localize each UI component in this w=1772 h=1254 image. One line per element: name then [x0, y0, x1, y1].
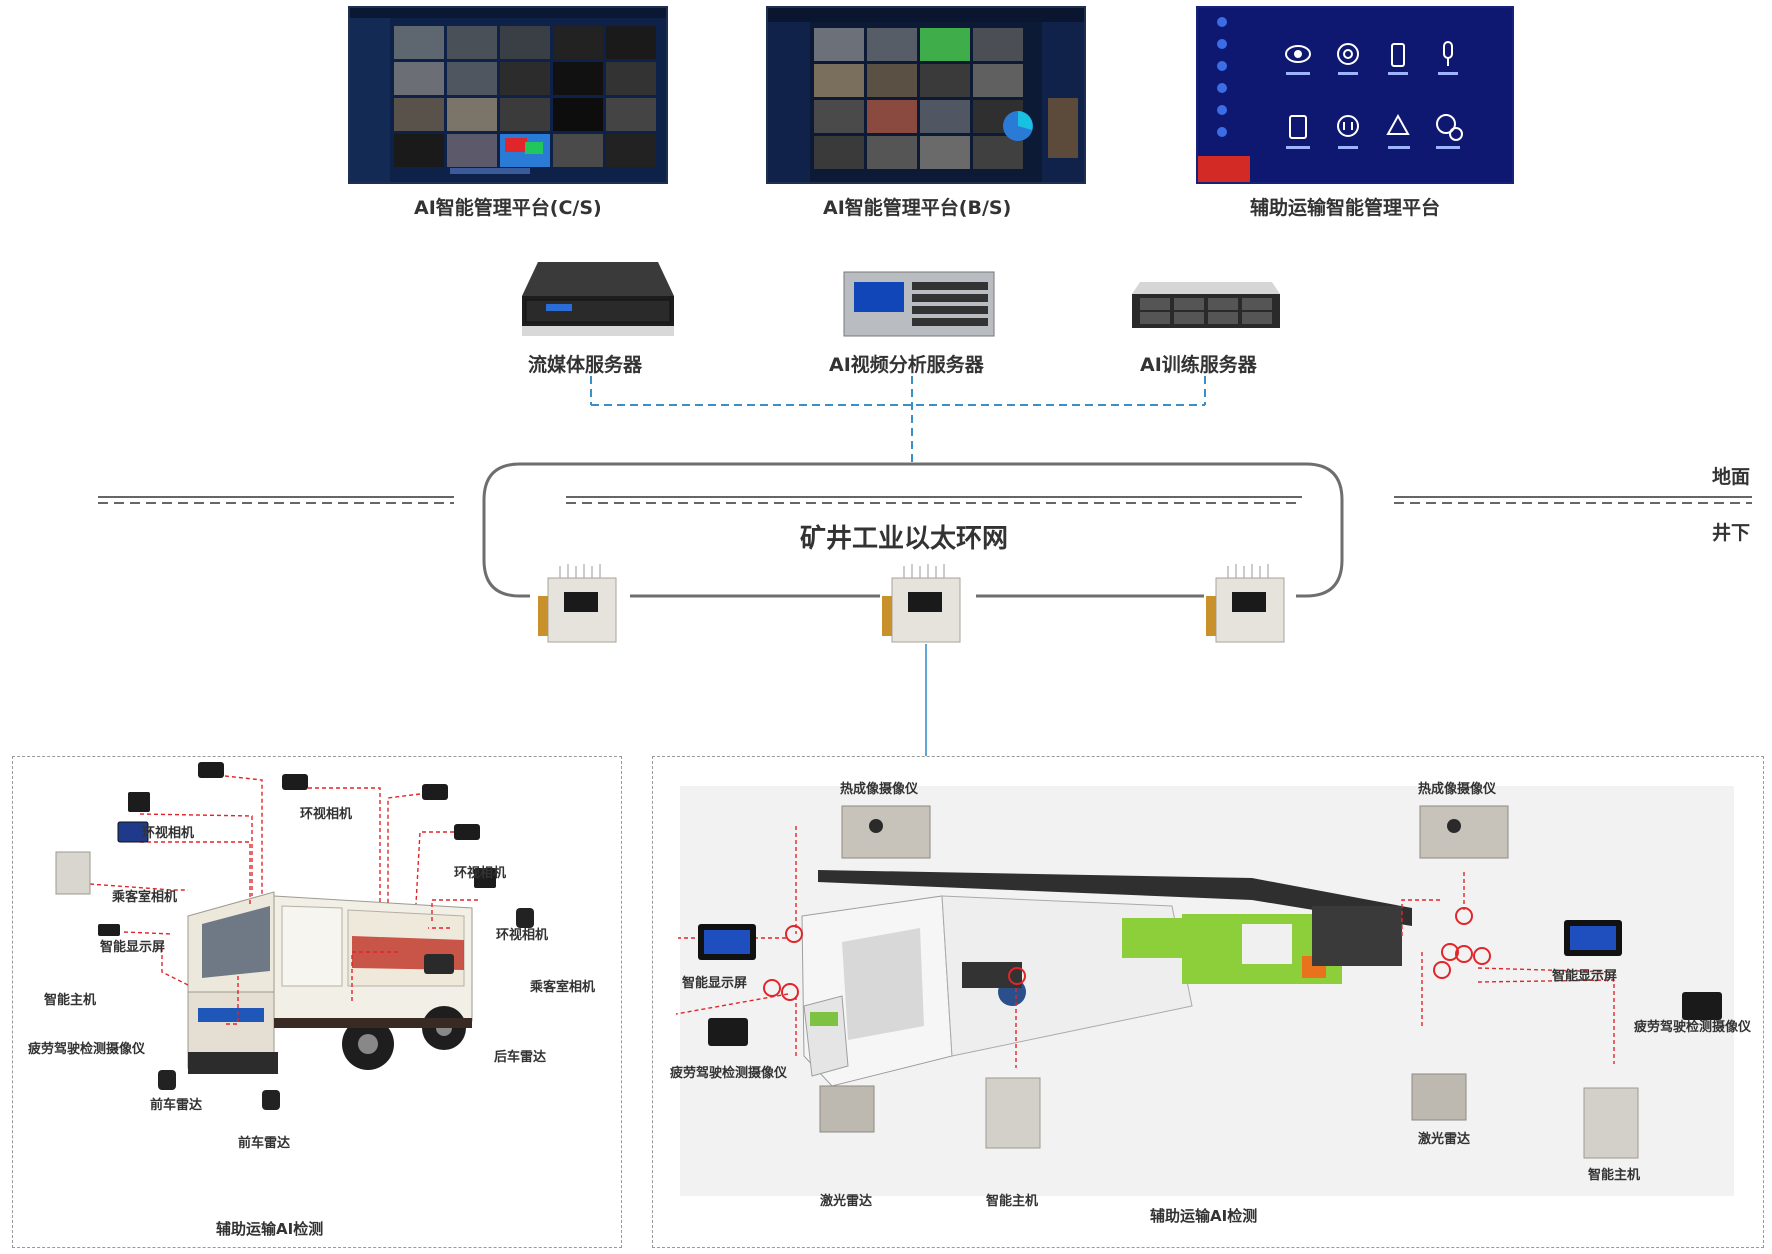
ai-analysis-server-label: AI视频分析服务器: [829, 354, 984, 376]
bs-platform-label: AI智能管理平台(B/S): [823, 197, 1012, 219]
cs-platform-label: AI智能管理平台(C/S): [414, 197, 602, 219]
truck-detection-panel: [12, 756, 622, 1248]
streaming-server-image: [522, 262, 674, 336]
truck-label-cam3: 环视相机: [454, 866, 507, 881]
ethernet-ring-label: 矿井工业以太环网: [800, 524, 1009, 554]
truck-label-cabin-cam2: 乘客室相机: [530, 980, 596, 995]
cs-platform-screenshot: [348, 6, 668, 184]
ai-analysis-server-image: [843, 271, 995, 337]
aux-platform-screenshot: [1196, 6, 1514, 184]
truck-label-front-radar2: 前车雷达: [238, 1136, 291, 1151]
streaming-server-label: 流媒体服务器: [528, 354, 643, 376]
surface-label: 地面: [1712, 466, 1751, 488]
truck-label-front-radar1: 前车雷达: [150, 1098, 203, 1113]
ai-training-server-image: [1132, 282, 1280, 328]
monorail-label-host-left: 智能主机: [986, 1194, 1039, 1209]
bs-platform-dashboard: [768, 8, 1084, 182]
truck-label-cabin-cam1: 乘客室相机: [112, 890, 178, 905]
cs-platform-video-wall: [350, 8, 666, 182]
ai-training-server-label: AI训练服务器: [1140, 354, 1257, 376]
truck-label-cam2: 环视相机: [300, 807, 353, 822]
monorail-label-host-right: 智能主机: [1588, 1168, 1641, 1183]
truck-label-cam1: 环视相机: [142, 826, 195, 841]
truck-label-host: 智能主机: [44, 993, 97, 1008]
monorail-sensors: [698, 805, 1722, 1159]
monorail-label-lidar-right: 激光雷达: [1418, 1132, 1471, 1147]
monorail-label-display-right: 智能显示屏: [1552, 969, 1618, 984]
truck-sensors: [55, 762, 534, 1110]
ring-switch-center: [882, 564, 961, 643]
monorail-image: [801, 895, 1402, 1087]
truck-label-rear-radar: 后车雷达: [494, 1050, 547, 1065]
truck-leader-lines: [89, 775, 478, 1025]
monorail-diagram: [675, 805, 1722, 1159]
ethernet-ring: [482, 462, 1344, 598]
truck-label-display: 智能显示屏: [100, 940, 166, 955]
surface-divider: [98, 496, 1752, 504]
bs-platform-screenshot: [766, 6, 1086, 184]
truck-label-fatigue: 疲劳驾驶检测摄像仪: [28, 1042, 146, 1057]
monorail-panel-title: 辅助运输AI检测: [1150, 1207, 1258, 1225]
aux-platform-menu: [1198, 8, 1512, 182]
truck-diagram: [55, 762, 534, 1110]
ring-switch-left: [538, 564, 617, 643]
monorail-label-display-left: 智能显示屏: [682, 976, 748, 991]
monorail-label-fatigue-left: 疲劳驾驶检测摄像仪: [670, 1066, 788, 1081]
monorail-label-lidar-left: 激光雷达: [820, 1194, 873, 1209]
ring-switch-right: [1206, 564, 1285, 643]
server-bus-line: [590, 376, 1206, 462]
monorail-detection-panel: [652, 756, 1764, 1248]
underground-label: 井下: [1712, 522, 1751, 544]
aux-platform-label: 辅助运输智能管理平台: [1250, 197, 1441, 219]
monorail-label-thermal-right: 热成像摄像仪: [1418, 782, 1497, 797]
monorail-leader-lines: [675, 826, 1615, 1068]
truck-image: [187, 891, 473, 1074]
monorail-label-thermal-left: 热成像摄像仪: [840, 782, 919, 797]
truck-panel-title: 辅助运输AI检测: [216, 1220, 324, 1238]
truck-label-cam4: 环视相机: [496, 928, 549, 943]
monorail-label-fatigue-right: 疲劳驾驶检测摄像仪: [1634, 1020, 1752, 1035]
